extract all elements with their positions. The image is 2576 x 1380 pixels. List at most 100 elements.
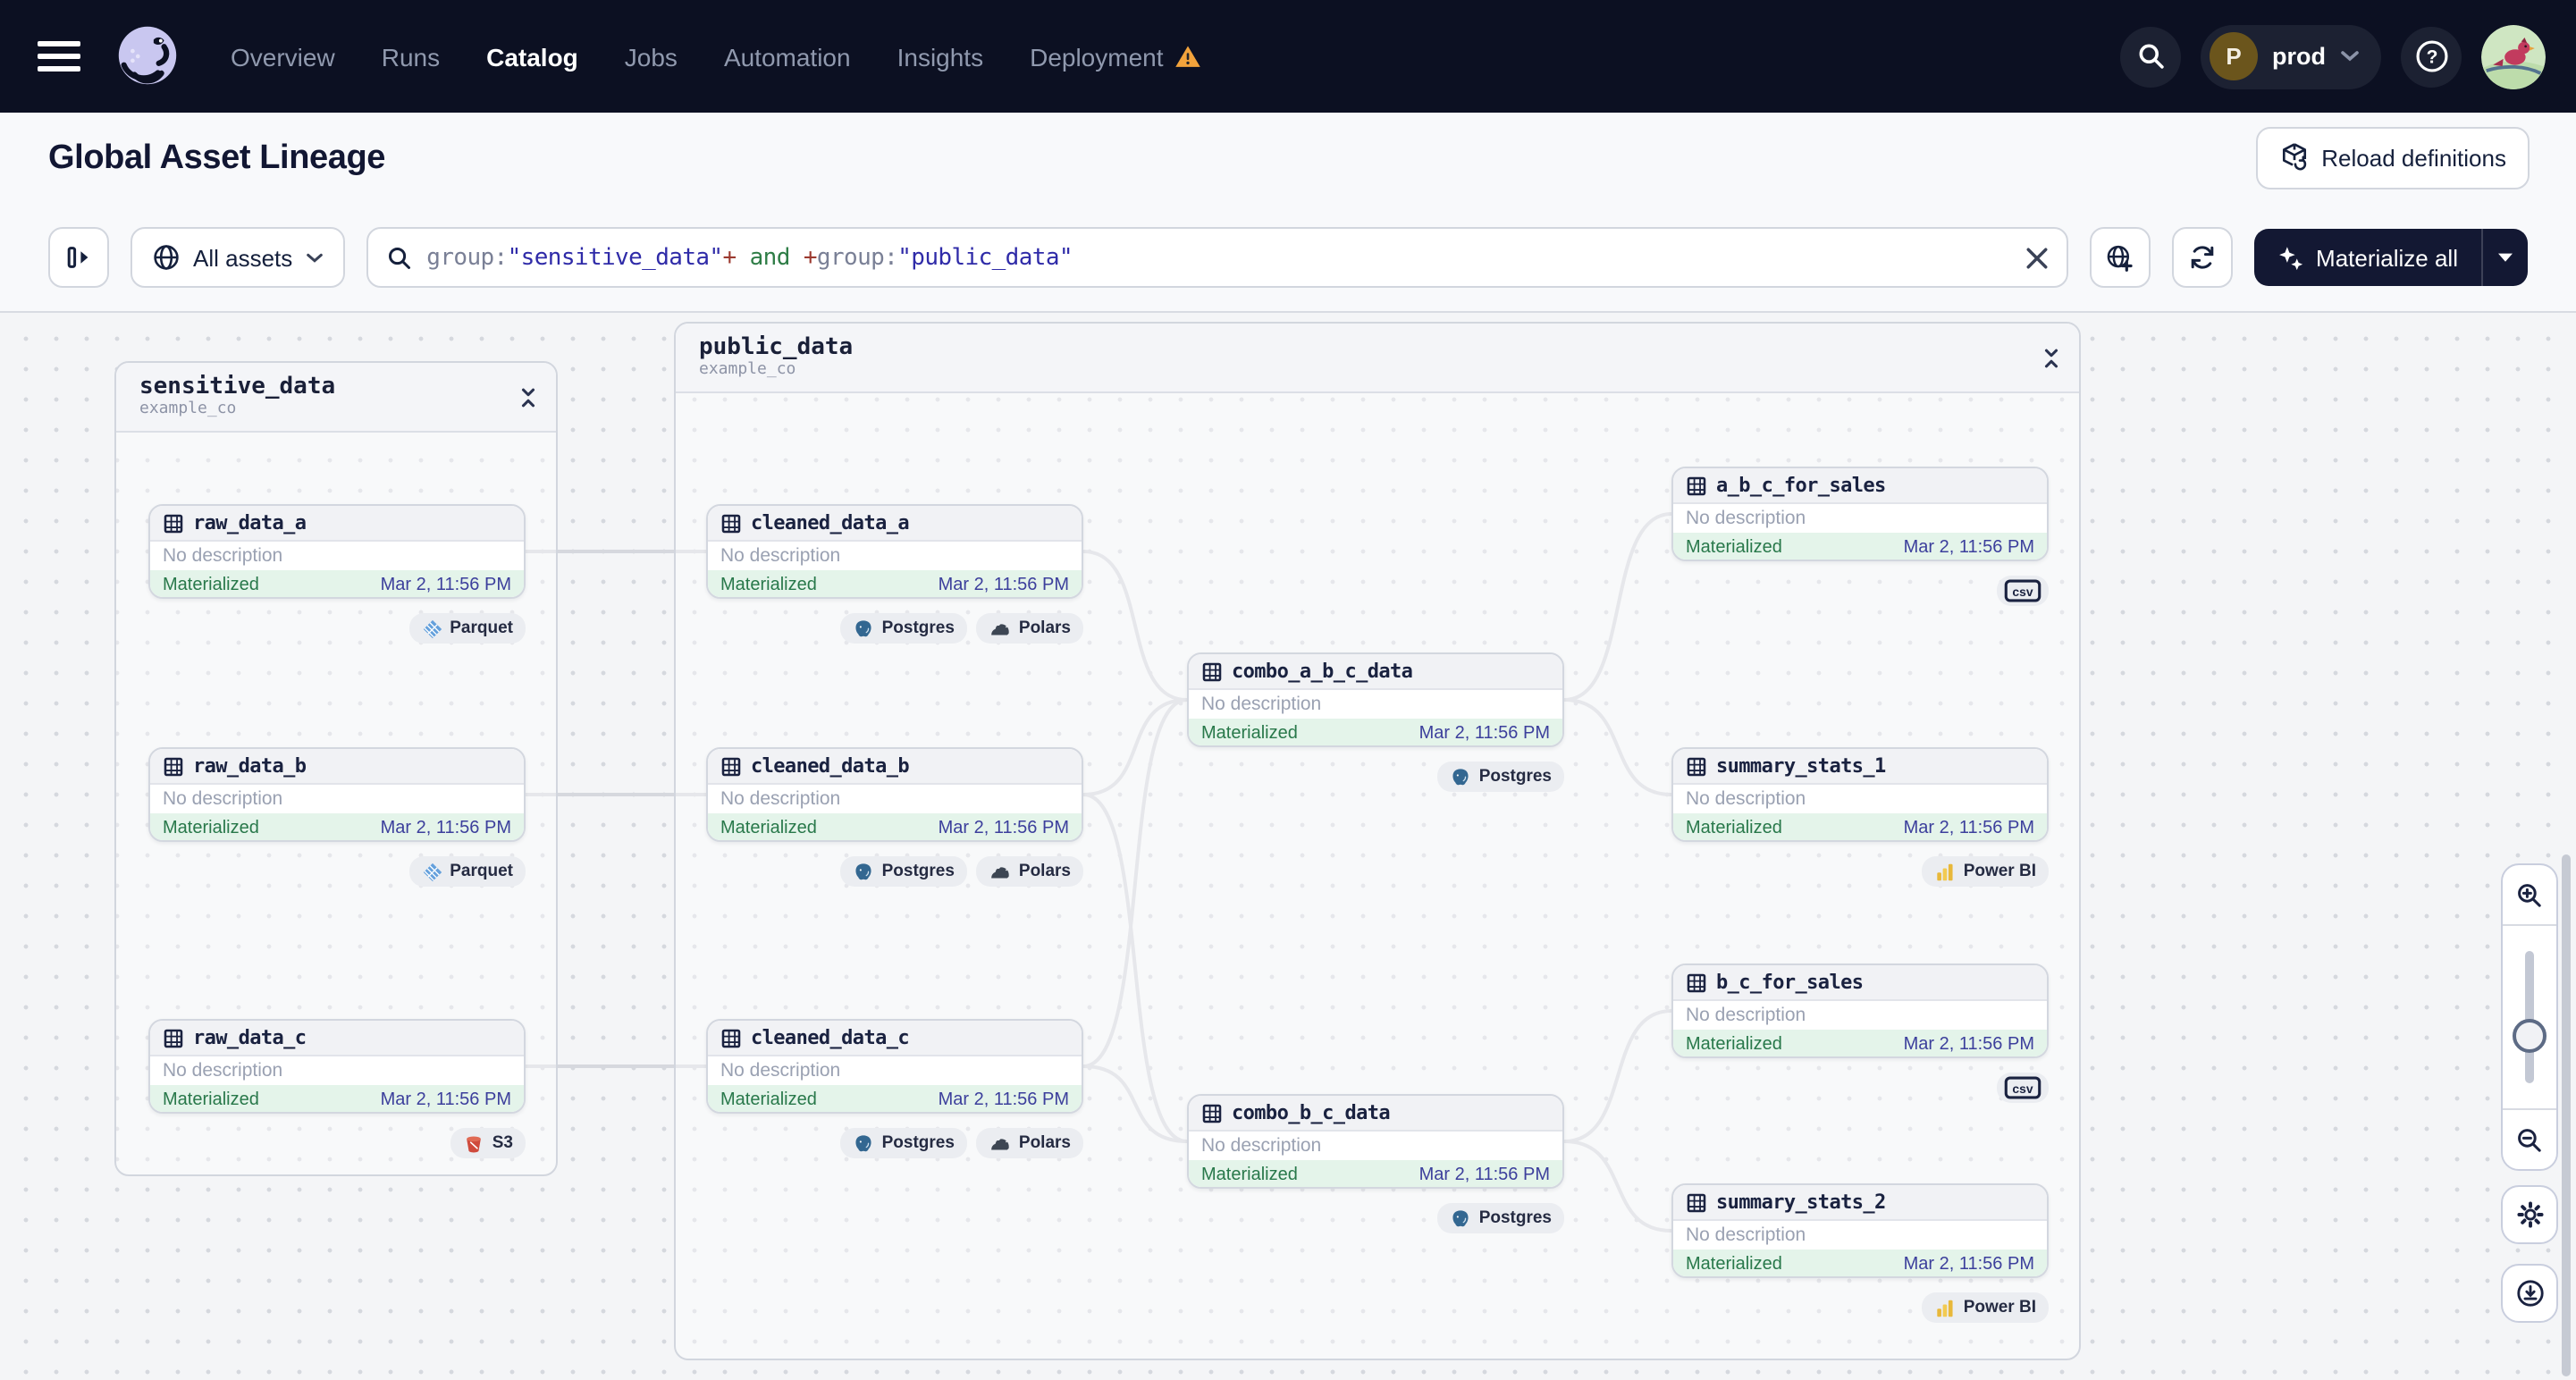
materialize-all-main[interactable]: Materialize all bbox=[2253, 229, 2481, 286]
table-icon bbox=[1686, 475, 1707, 496]
zoom-slider-track[interactable] bbox=[2525, 951, 2534, 1083]
asset-node-combo_a_b_c_data[interactable]: combo_a_b_c_data No description Material… bbox=[1187, 652, 1564, 747]
asset-group-header[interactable]: public_data example_co bbox=[676, 324, 2079, 393]
asset-node-cleaned_data_b[interactable]: cleaned_data_b No description Materializ… bbox=[706, 747, 1083, 842]
asset-description: No description bbox=[720, 545, 841, 567]
kind-tag-s3[interactable]: S3 bbox=[450, 1128, 526, 1158]
collapse-group-icon[interactable] bbox=[518, 385, 538, 408]
asset-timestamp[interactable]: Mar 2, 11:56 PM bbox=[1418, 1165, 1550, 1184]
user-avatar[interactable] bbox=[2481, 24, 2546, 88]
nav-right: P prod ? bbox=[2120, 24, 2576, 88]
graph-settings-button[interactable] bbox=[2501, 1185, 2558, 1244]
asset-search-input[interactable]: group:"sensitive_data"+ and +group:"publ… bbox=[366, 227, 2068, 288]
deployment-switcher[interactable]: P prod bbox=[2201, 24, 2381, 88]
asset-node-raw_data_a[interactable]: raw_data_a No description Materialized M… bbox=[148, 504, 526, 599]
help-icon[interactable]: ? bbox=[2401, 26, 2462, 87]
refresh-button[interactable] bbox=[2171, 227, 2233, 288]
nav-item-catalog[interactable]: Catalog bbox=[486, 42, 578, 71]
kind-tag-csv[interactable]: csv bbox=[1997, 576, 2049, 606]
download-icon bbox=[2516, 1280, 2543, 1307]
download-image-button[interactable] bbox=[2501, 1264, 2558, 1323]
asset-node-combo_b_c_data[interactable]: combo_b_c_data No description Materializ… bbox=[1187, 1094, 1564, 1189]
zoom-in-button[interactable] bbox=[2503, 865, 2556, 924]
search-icon[interactable] bbox=[2120, 26, 2181, 87]
postgres-icon bbox=[1451, 766, 1472, 787]
nav-item-automation[interactable]: Automation bbox=[724, 42, 851, 71]
materialize-all-button[interactable]: Materialize all bbox=[2253, 229, 2528, 286]
reload-definitions-label: Reload definitions bbox=[2321, 145, 2506, 172]
kind-tag-label: Polars bbox=[1018, 862, 1071, 881]
asset-node-raw_data_c[interactable]: raw_data_c No description Materialized M… bbox=[148, 1019, 526, 1114]
vertical-scrollbar-thumb[interactable] bbox=[2562, 854, 2571, 1376]
lineage-canvas[interactable]: sensitive_data example_co public_data ex… bbox=[0, 313, 2576, 1380]
kind-tag-postgres[interactable]: Postgres bbox=[1437, 1203, 1564, 1233]
kind-tag-power-bi[interactable]: Power BI bbox=[1922, 1292, 2049, 1323]
table-icon bbox=[1686, 972, 1707, 993]
kind-tag-postgres[interactable]: Postgres bbox=[1437, 762, 1564, 792]
asset-group-header[interactable]: sensitive_data example_co bbox=[116, 363, 556, 433]
collapse-group-icon[interactable] bbox=[2041, 346, 2061, 369]
kind-tag-polars[interactable]: Polars bbox=[975, 1128, 1083, 1158]
kind-tag-label: Power BI bbox=[1963, 1298, 2036, 1317]
asset-description: No description bbox=[1201, 694, 1322, 715]
nav-item-insights[interactable]: Insights bbox=[897, 42, 984, 71]
asset-description: No description bbox=[163, 788, 283, 810]
table-icon bbox=[163, 512, 184, 534]
asset-filter-dropdown[interactable]: All assets bbox=[130, 227, 345, 288]
asset-timestamp[interactable]: Mar 2, 11:56 PM bbox=[1903, 818, 2034, 837]
asset-node-cleaned_data_a[interactable]: cleaned_data_a No description Materializ… bbox=[706, 504, 1083, 599]
zoom-panel bbox=[2501, 863, 2558, 1171]
asset-status: Materialized bbox=[720, 818, 817, 837]
gear-icon bbox=[2516, 1201, 2543, 1228]
asset-name: cleaned_data_a bbox=[751, 511, 910, 534]
asset-node-raw_data_b[interactable]: raw_data_b No description Materialized M… bbox=[148, 747, 526, 842]
kind-tag-power-bi[interactable]: Power BI bbox=[1922, 856, 2049, 887]
kind-tag-label: Postgres bbox=[881, 618, 955, 638]
kind-tag-csv[interactable]: csv bbox=[1997, 1073, 2049, 1103]
asset-node-a_b_c_for_sales[interactable]: a_b_c_for_sales No description Materiali… bbox=[1671, 467, 2049, 561]
materialize-options-caret[interactable] bbox=[2481, 229, 2528, 286]
asset-timestamp[interactable]: Mar 2, 11:56 PM bbox=[1903, 537, 2034, 557]
reload-definitions-button[interactable]: Reload definitions bbox=[2255, 127, 2530, 189]
kind-tag-parquet[interactable]: Parquet bbox=[408, 613, 526, 644]
chevron-down-icon bbox=[306, 252, 323, 262]
kind-tag-postgres[interactable]: Postgres bbox=[840, 613, 967, 644]
asset-node-b_c_for_sales[interactable]: b_c_for_sales No description Materialize… bbox=[1671, 963, 2049, 1058]
asset-status: Materialized bbox=[1201, 723, 1298, 743]
asset-timestamp[interactable]: Mar 2, 11:56 PM bbox=[938, 818, 1069, 837]
kind-tag-parquet[interactable]: Parquet bbox=[408, 856, 526, 887]
isolate-selection-button[interactable] bbox=[2089, 227, 2151, 288]
asset-node-summary_stats_2[interactable]: summary_stats_2 No description Materiali… bbox=[1671, 1183, 2049, 1278]
dagster-logo-icon[interactable] bbox=[111, 20, 184, 93]
nav-item-jobs[interactable]: Jobs bbox=[625, 42, 678, 71]
kind-tag-polars[interactable]: Polars bbox=[975, 613, 1083, 644]
asset-timestamp[interactable]: Mar 2, 11:56 PM bbox=[938, 575, 1069, 594]
asset-timestamp[interactable]: Mar 2, 11:56 PM bbox=[938, 1090, 1069, 1109]
nav-item-overview[interactable]: Overview bbox=[231, 42, 335, 71]
kind-tag-postgres[interactable]: Postgres bbox=[840, 1128, 967, 1158]
asset-timestamp[interactable]: Mar 2, 11:56 PM bbox=[380, 1090, 511, 1109]
asset-timestamp[interactable]: Mar 2, 11:56 PM bbox=[380, 575, 511, 594]
asset-timestamp[interactable]: Mar 2, 11:56 PM bbox=[380, 818, 511, 837]
clear-search-icon[interactable] bbox=[2025, 246, 2048, 269]
asset-node-cleaned_data_c[interactable]: cleaned_data_c No description Materializ… bbox=[706, 1019, 1083, 1114]
asset-name: summary_stats_1 bbox=[1716, 754, 1886, 778]
lineage-toolbar: All assets group:"sensitive_data"+ and +… bbox=[0, 204, 2576, 313]
asset-timestamp[interactable]: Mar 2, 11:56 PM bbox=[1418, 723, 1550, 743]
nav-item-runs[interactable]: Runs bbox=[382, 42, 440, 71]
kind-tag-postgres[interactable]: Postgres bbox=[840, 856, 967, 887]
zoom-out-button[interactable] bbox=[2503, 1110, 2556, 1169]
zoom-slider-handle[interactable] bbox=[2513, 1019, 2547, 1053]
asset-timestamp[interactable]: Mar 2, 11:56 PM bbox=[1903, 1034, 2034, 1054]
asset-status: Materialized bbox=[163, 818, 259, 837]
kind-tag-polars[interactable]: Polars bbox=[975, 856, 1083, 887]
asset-node-summary_stats_1[interactable]: summary_stats_1 No description Materiali… bbox=[1671, 747, 2049, 842]
polars-icon bbox=[989, 1132, 1012, 1154]
menu-icon[interactable] bbox=[38, 41, 80, 72]
nav-item-deployment[interactable]: Deployment bbox=[1030, 42, 1200, 71]
zoom-slider[interactable] bbox=[2503, 926, 2556, 1108]
asset-timestamp[interactable]: Mar 2, 11:56 PM bbox=[1903, 1254, 2034, 1274]
kind-tag-label: Postgres bbox=[881, 1133, 955, 1153]
open-panel-button[interactable] bbox=[48, 227, 109, 288]
